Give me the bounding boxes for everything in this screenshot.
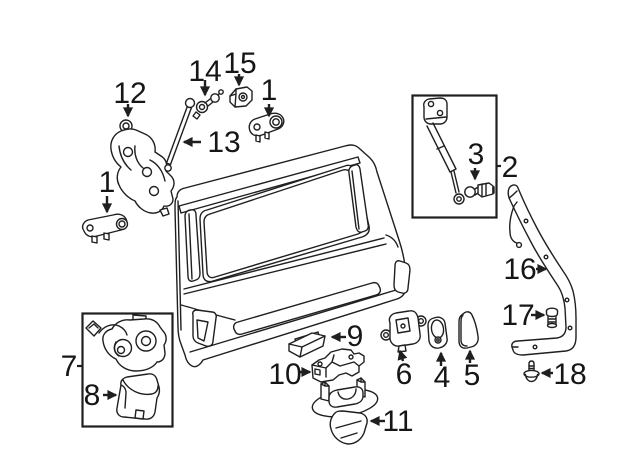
callout-13: 13 <box>182 126 241 159</box>
callout-16-label[interactable]: 16 <box>503 253 536 286</box>
callout-10-label[interactable]: 10 <box>268 358 301 391</box>
liftgate-belt-band <box>183 237 387 295</box>
liftgate-right-corner-vent <box>393 260 411 294</box>
callout-6-arrow <box>397 349 408 362</box>
callout-7: 7 <box>61 350 82 383</box>
callout-16: 16 <box>503 253 548 286</box>
callout-5-label[interactable]: 5 <box>464 359 481 392</box>
callout-18-label[interactable]: 18 <box>553 358 586 391</box>
part-10-bracket <box>311 348 365 383</box>
part-13-strut-rod <box>164 97 196 172</box>
part-7-box <box>81 312 174 428</box>
part-17-clip <box>545 307 559 329</box>
callout-1-left: 1 <box>99 166 116 214</box>
liftgate-left-pillar-slot <box>184 209 201 282</box>
part-14-ball-stud <box>192 89 224 120</box>
callout-17-label[interactable]: 17 <box>501 299 534 332</box>
liftgate-panel-drawing <box>174 144 411 368</box>
part-1-bracket-top <box>248 112 285 143</box>
part-12-hinge <box>110 119 175 217</box>
callout-1-top: 1 <box>261 74 278 118</box>
part-8-cover <box>116 373 161 420</box>
callout-6: 6 <box>396 349 413 391</box>
callout-14: 14 <box>188 55 222 97</box>
part-9-cushion-pad <box>288 332 326 358</box>
callout-17: 17 <box>501 299 546 332</box>
liftgate-left-pillar-line <box>188 213 193 280</box>
callout-12: 12 <box>113 77 147 118</box>
part-16-side-molding <box>507 184 577 356</box>
callout-18: 18 <box>540 358 587 391</box>
part-18-screw <box>523 360 540 383</box>
callout-3: 3 <box>468 138 485 181</box>
callout-9: 9 <box>330 320 364 353</box>
callout-2-label[interactable]: 2 <box>502 151 519 184</box>
callout-8-label[interactable]: 8 <box>84 379 101 412</box>
part-5-cover-pad <box>458 311 479 349</box>
callout-4: 4 <box>434 351 451 394</box>
liftgate-left-vent-inner <box>196 319 209 342</box>
part-16-wire <box>509 201 518 244</box>
part-11-lock-assembly <box>311 377 379 445</box>
callout-8: 8 <box>84 379 118 412</box>
part-1-bracket-left <box>81 213 129 244</box>
liftgate-spoiler-band <box>178 156 361 214</box>
callout-1-left-label[interactable]: 1 <box>99 166 116 199</box>
callout-7-label[interactable]: 7 <box>61 350 78 383</box>
callout-10: 10 <box>268 358 312 391</box>
callout-6-label[interactable]: 6 <box>396 358 413 391</box>
callout-13-label[interactable]: 13 <box>207 126 240 159</box>
part-6-striker-bracket <box>380 310 427 353</box>
callout-1-top-label[interactable]: 1 <box>261 74 278 107</box>
callout-14-label[interactable]: 14 <box>188 55 221 88</box>
liftgate-right-pillar-line <box>351 170 360 230</box>
callout-11: 11 <box>369 405 414 438</box>
callout-3-label[interactable]: 3 <box>468 138 485 171</box>
part-7-cable <box>98 324 128 336</box>
callout-12-label[interactable]: 12 <box>113 77 146 110</box>
liftgate-left-edge-line <box>177 200 182 331</box>
callout-5: 5 <box>464 349 481 392</box>
callout-15-label[interactable]: 15 <box>223 47 256 80</box>
callout-2: 2 <box>497 151 518 184</box>
part-3-ball-stud <box>464 182 495 198</box>
callouts: 12 14 15 1 1 13 3 2 <box>61 47 587 438</box>
callout-4-label[interactable]: 4 <box>434 361 451 394</box>
part-2-box <box>411 94 498 219</box>
callout-9-label[interactable]: 9 <box>347 320 364 353</box>
callout-11-label[interactable]: 11 <box>382 405 413 438</box>
part-2-gas-strut <box>423 97 465 205</box>
callout-15: 15 <box>223 47 257 87</box>
part-7-connector <box>85 320 102 337</box>
part-15-bracket-clip <box>229 86 253 108</box>
liftgate-bottom-band <box>189 289 397 353</box>
part-4-grommet <box>427 316 448 349</box>
part-7-lock-actuator <box>85 314 167 372</box>
liftgate-license-garnish <box>232 281 382 336</box>
